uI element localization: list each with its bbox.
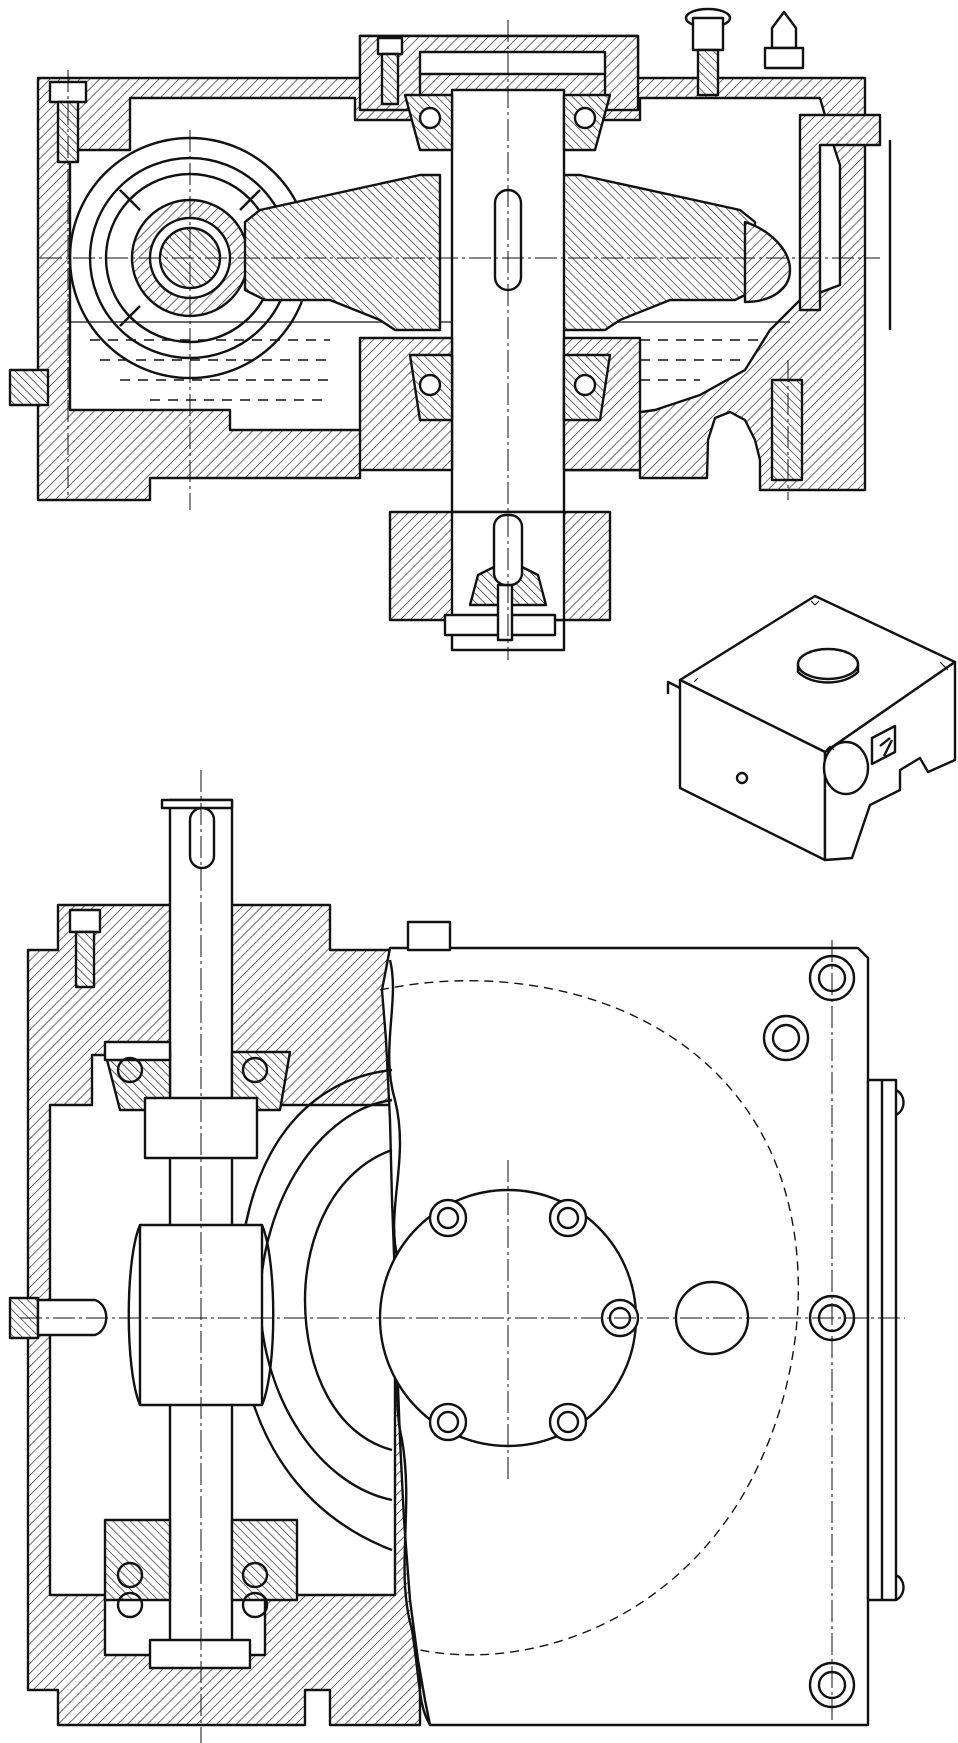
wheel-rim-right: [743, 220, 792, 304]
input-shaft-end: [160, 798, 234, 810]
plan-centre-lines: [20, 770, 905, 1743]
worm-wheel-inner-arc: [303, 1148, 393, 1452]
top-lug: [406, 920, 452, 952]
iso-top-boss: [796, 647, 860, 681]
oil-dashes: [90, 339, 760, 401]
worm-wheel-hub-right: [558, 173, 757, 332]
lower-bearing-block: [103, 1518, 172, 1602]
worm-wheel-hub: [243, 173, 442, 332]
centre-lines: [40, 20, 880, 660]
drain-plug: [8, 368, 50, 407]
iso-side-face: [823, 660, 957, 862]
iso-corner-marks: [693, 600, 949, 751]
iso-inspection-window: [870, 724, 897, 766]
cap-window: [418, 50, 607, 76]
isometric-housing-view: [666, 594, 957, 862]
inspection-cover: [798, 113, 882, 312]
iso-bracket: [666, 680, 681, 694]
sectional-plan-view: [8, 770, 905, 1743]
oil-filler-knob: [684, 7, 732, 97]
iso-side-boss: [822, 740, 870, 796]
breather-plug: [763, 10, 805, 70]
shaft-keyway-plan: [188, 806, 216, 870]
hub-bolts: [428, 1198, 640, 1442]
cap-screw: [68, 908, 102, 989]
pitch-circle: [379, 980, 800, 1656]
upper-bearing-balls: [103, 1040, 172, 1062]
sectional-elevation-view: [8, 7, 892, 660]
